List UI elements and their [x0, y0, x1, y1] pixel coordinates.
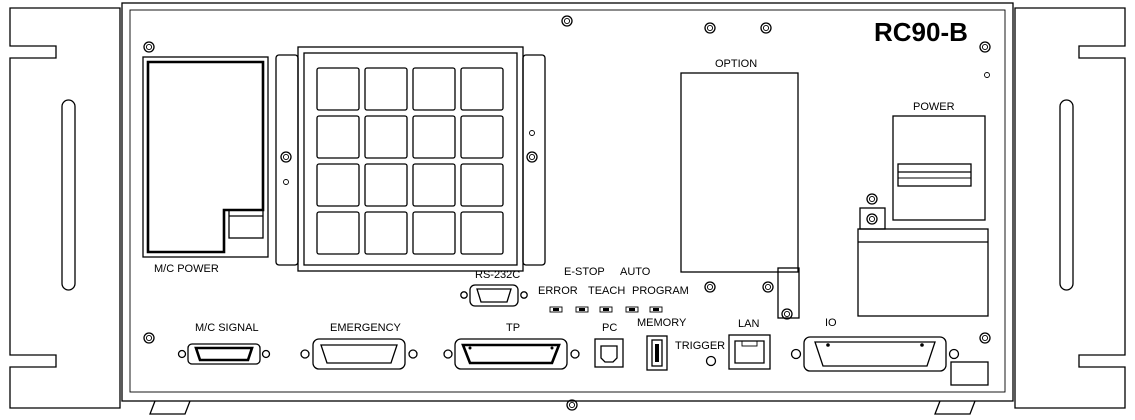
screw-icon	[143, 332, 155, 344]
right-rack-ear	[1014, 7, 1126, 409]
pc-usb-port[interactable]: PC	[594, 322, 624, 368]
screw-icon	[781, 308, 793, 320]
fan-grille-cell	[412, 115, 456, 159]
power-switch[interactable]: POWER	[857, 101, 989, 317]
fan-grille-cell	[364, 115, 408, 159]
fan-grille	[275, 46, 546, 272]
pc-label: PC	[602, 322, 617, 334]
power-label: POWER	[913, 101, 955, 113]
auto-label: AUTO	[620, 266, 651, 278]
teach-label: TEACH	[588, 285, 625, 297]
trigger-label: TRIGGER	[675, 340, 725, 352]
fan-grille-cell	[364, 211, 408, 255]
option-label: OPTION	[715, 58, 757, 70]
screw-icon	[760, 22, 772, 34]
fan-grille-cell	[460, 163, 504, 207]
fan-grille-cell	[460, 67, 504, 111]
program-label: PROGRAM	[632, 285, 689, 297]
screw-icon	[561, 15, 573, 27]
fan-grille-cell	[316, 163, 360, 207]
front-panel-inner	[129, 9, 1006, 393]
estop-label: E-STOP	[564, 266, 605, 278]
io-connector[interactable]: IO	[790, 317, 960, 372]
fan-grille-cell	[364, 163, 408, 207]
screw-icon	[762, 281, 774, 293]
mc-power-module: M/C POWER	[142, 56, 269, 275]
screw-icon	[704, 281, 716, 293]
option-slot: OPTION	[680, 58, 800, 319]
io-label: IO	[825, 317, 837, 329]
emergency-label: EMERGENCY	[330, 322, 402, 334]
fan-grille-cell	[316, 211, 360, 255]
screw-icon	[866, 213, 878, 225]
fan-grille-cell	[412, 163, 456, 207]
screw-icon	[866, 193, 878, 205]
label-plate	[950, 361, 989, 386]
panel-screws	[143, 15, 991, 411]
screw-icon	[979, 332, 991, 344]
emergency-connector[interactable]: EMERGENCY	[300, 322, 418, 370]
left-rack-ear	[9, 7, 121, 409]
fan-grille-cell	[412, 211, 456, 255]
memory-label: MEMORY	[637, 317, 687, 329]
error-label: ERROR	[538, 285, 578, 297]
tp-label: TP	[506, 322, 520, 334]
screw-icon	[979, 41, 991, 53]
status-indicators: E-STOP AUTO ERROR TEACH PROGRAM	[538, 266, 689, 313]
mc-signal-label: M/C SIGNAL	[195, 322, 259, 334]
mc-power-label: M/C POWER	[154, 263, 219, 275]
fan-grille-cell	[316, 115, 360, 159]
screw-icon	[566, 399, 578, 411]
fan-grille-cell	[316, 67, 360, 111]
screw-icon	[280, 151, 292, 163]
screw-icon	[526, 151, 538, 163]
front-panel-frame	[121, 2, 1014, 402]
mc-signal-connector[interactable]: M/C SIGNAL	[177, 322, 271, 365]
right-foot	[934, 400, 976, 415]
rs232c-label: RS-232C	[475, 269, 520, 281]
fan-grille-cell	[460, 115, 504, 159]
screw-icon	[704, 22, 716, 34]
fan-grille-cell	[460, 211, 504, 255]
memory-usb-port[interactable]: MEMORY	[637, 317, 687, 371]
left-foot	[149, 400, 191, 415]
fan-grille-cell	[412, 67, 456, 111]
rs232c-port[interactable]: RS-232C	[460, 269, 528, 307]
lan-port[interactable]: LAN	[728, 318, 771, 370]
tp-connector[interactable]: TP	[443, 322, 580, 370]
fan-grille-cell	[364, 67, 408, 111]
model-name: RC90-B	[874, 17, 968, 47]
screw-icon	[143, 41, 155, 53]
lan-label: LAN	[738, 318, 759, 330]
trigger-button[interactable]: TRIGGER	[675, 340, 725, 367]
